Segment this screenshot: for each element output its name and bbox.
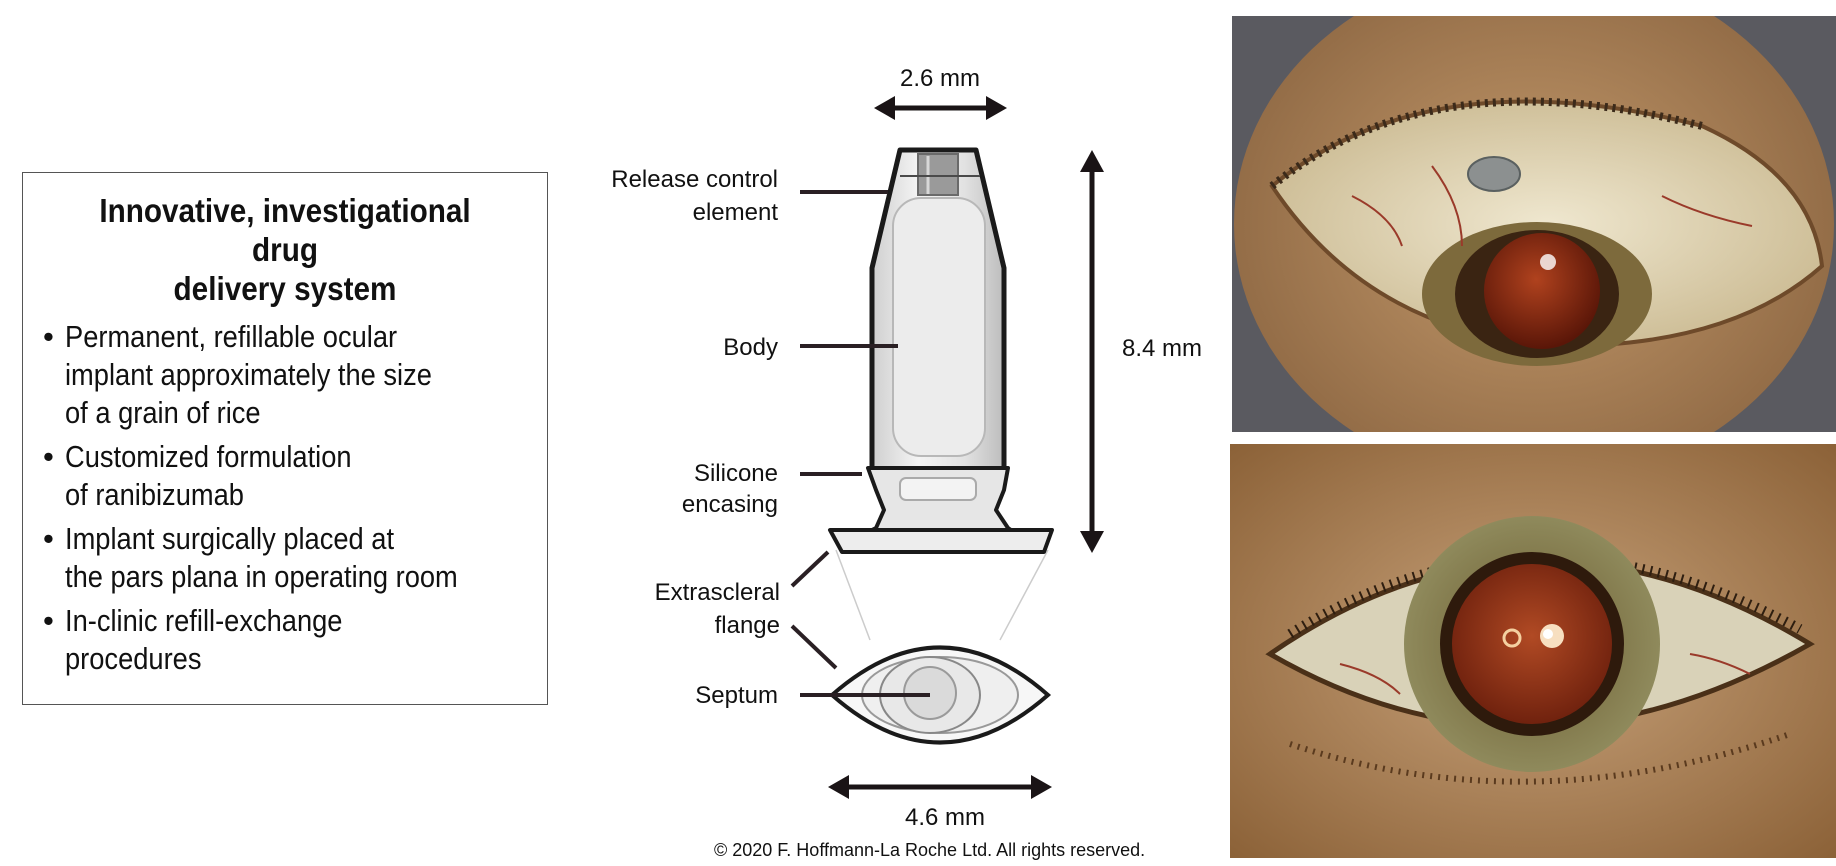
dimension-arrow-bottom [828,775,1052,799]
bullet-dot: • [43,521,54,556]
label-silicone-2: encasing [682,491,778,518]
dimension-arrow-height [1080,150,1104,553]
label-release-control-1: Release control [611,166,778,193]
bullet-line: of ranibizumab [65,477,244,512]
bullet-line: procedures [65,641,202,676]
bullet-line: the pars plana in operating room [65,559,458,594]
leader-flange-1 [790,550,830,588]
bullet-dot: • [43,603,54,638]
silicone-encasing [858,466,1022,538]
bullet-item: • In-clinic refill-exchange procedures [43,602,547,678]
bullet-list: • Permanent, refillable ocular implant a… [23,318,547,678]
bullet-dot: • [43,439,54,474]
info-box: Innovative, investigational drug deliver… [22,172,548,705]
label-body: Body [723,334,778,361]
label-silicone-1: Silicone [694,460,778,487]
label-flange-1: Extrascleral [655,579,780,606]
implant-diagram: 2.6 mm 8.4 mm 4.6 mm [611,65,1202,831]
info-title: Innovative, investigational drug deliver… [67,191,503,308]
dimension-label-height: 8.4 mm [1122,335,1202,362]
eye-implant-side-photo [1232,16,1836,432]
dimension-label-top: 2.6 mm [900,65,980,92]
leader-flange-2 [790,624,838,670]
release-control-element [917,153,959,196]
implant-body [869,147,1007,479]
bullet-line: Customized formulation [65,439,352,474]
septum-top-view [828,645,1052,745]
bullet-line: of a grain of rice [65,395,261,430]
info-title-line-2: delivery system [173,270,397,307]
bullet-item: • Permanent, refillable ocular implant a… [43,318,547,432]
dimension-label-bottom: 4.6 mm [905,804,985,831]
info-title-line-1: Innovative, investigational drug [99,192,471,268]
label-septum: Septum [695,682,778,709]
bullet-line: In-clinic refill-exchange [65,603,343,638]
bullet-item: • Customized formulation of ranibizumab [43,438,547,514]
extrascleral-flange [828,528,1054,554]
eye-front-photo [1230,444,1836,858]
projection-lines [835,549,1049,641]
copyright-text: © 2020 F. Hoffmann-La Roche Ltd. All rig… [714,840,1146,860]
label-release-control-2: element [693,199,779,226]
bullet-dot: • [43,319,54,354]
bullet-line: Permanent, refillable ocular [65,319,398,354]
bullet-item: • Implant surgically placed at the pars … [43,520,547,596]
dimension-arrow-top [874,96,1007,120]
bullet-line: Implant surgically placed at [65,521,395,556]
leader-lines [790,190,930,697]
label-flange-2: flange [715,612,780,639]
bullet-line: implant approximately the size [65,357,432,392]
